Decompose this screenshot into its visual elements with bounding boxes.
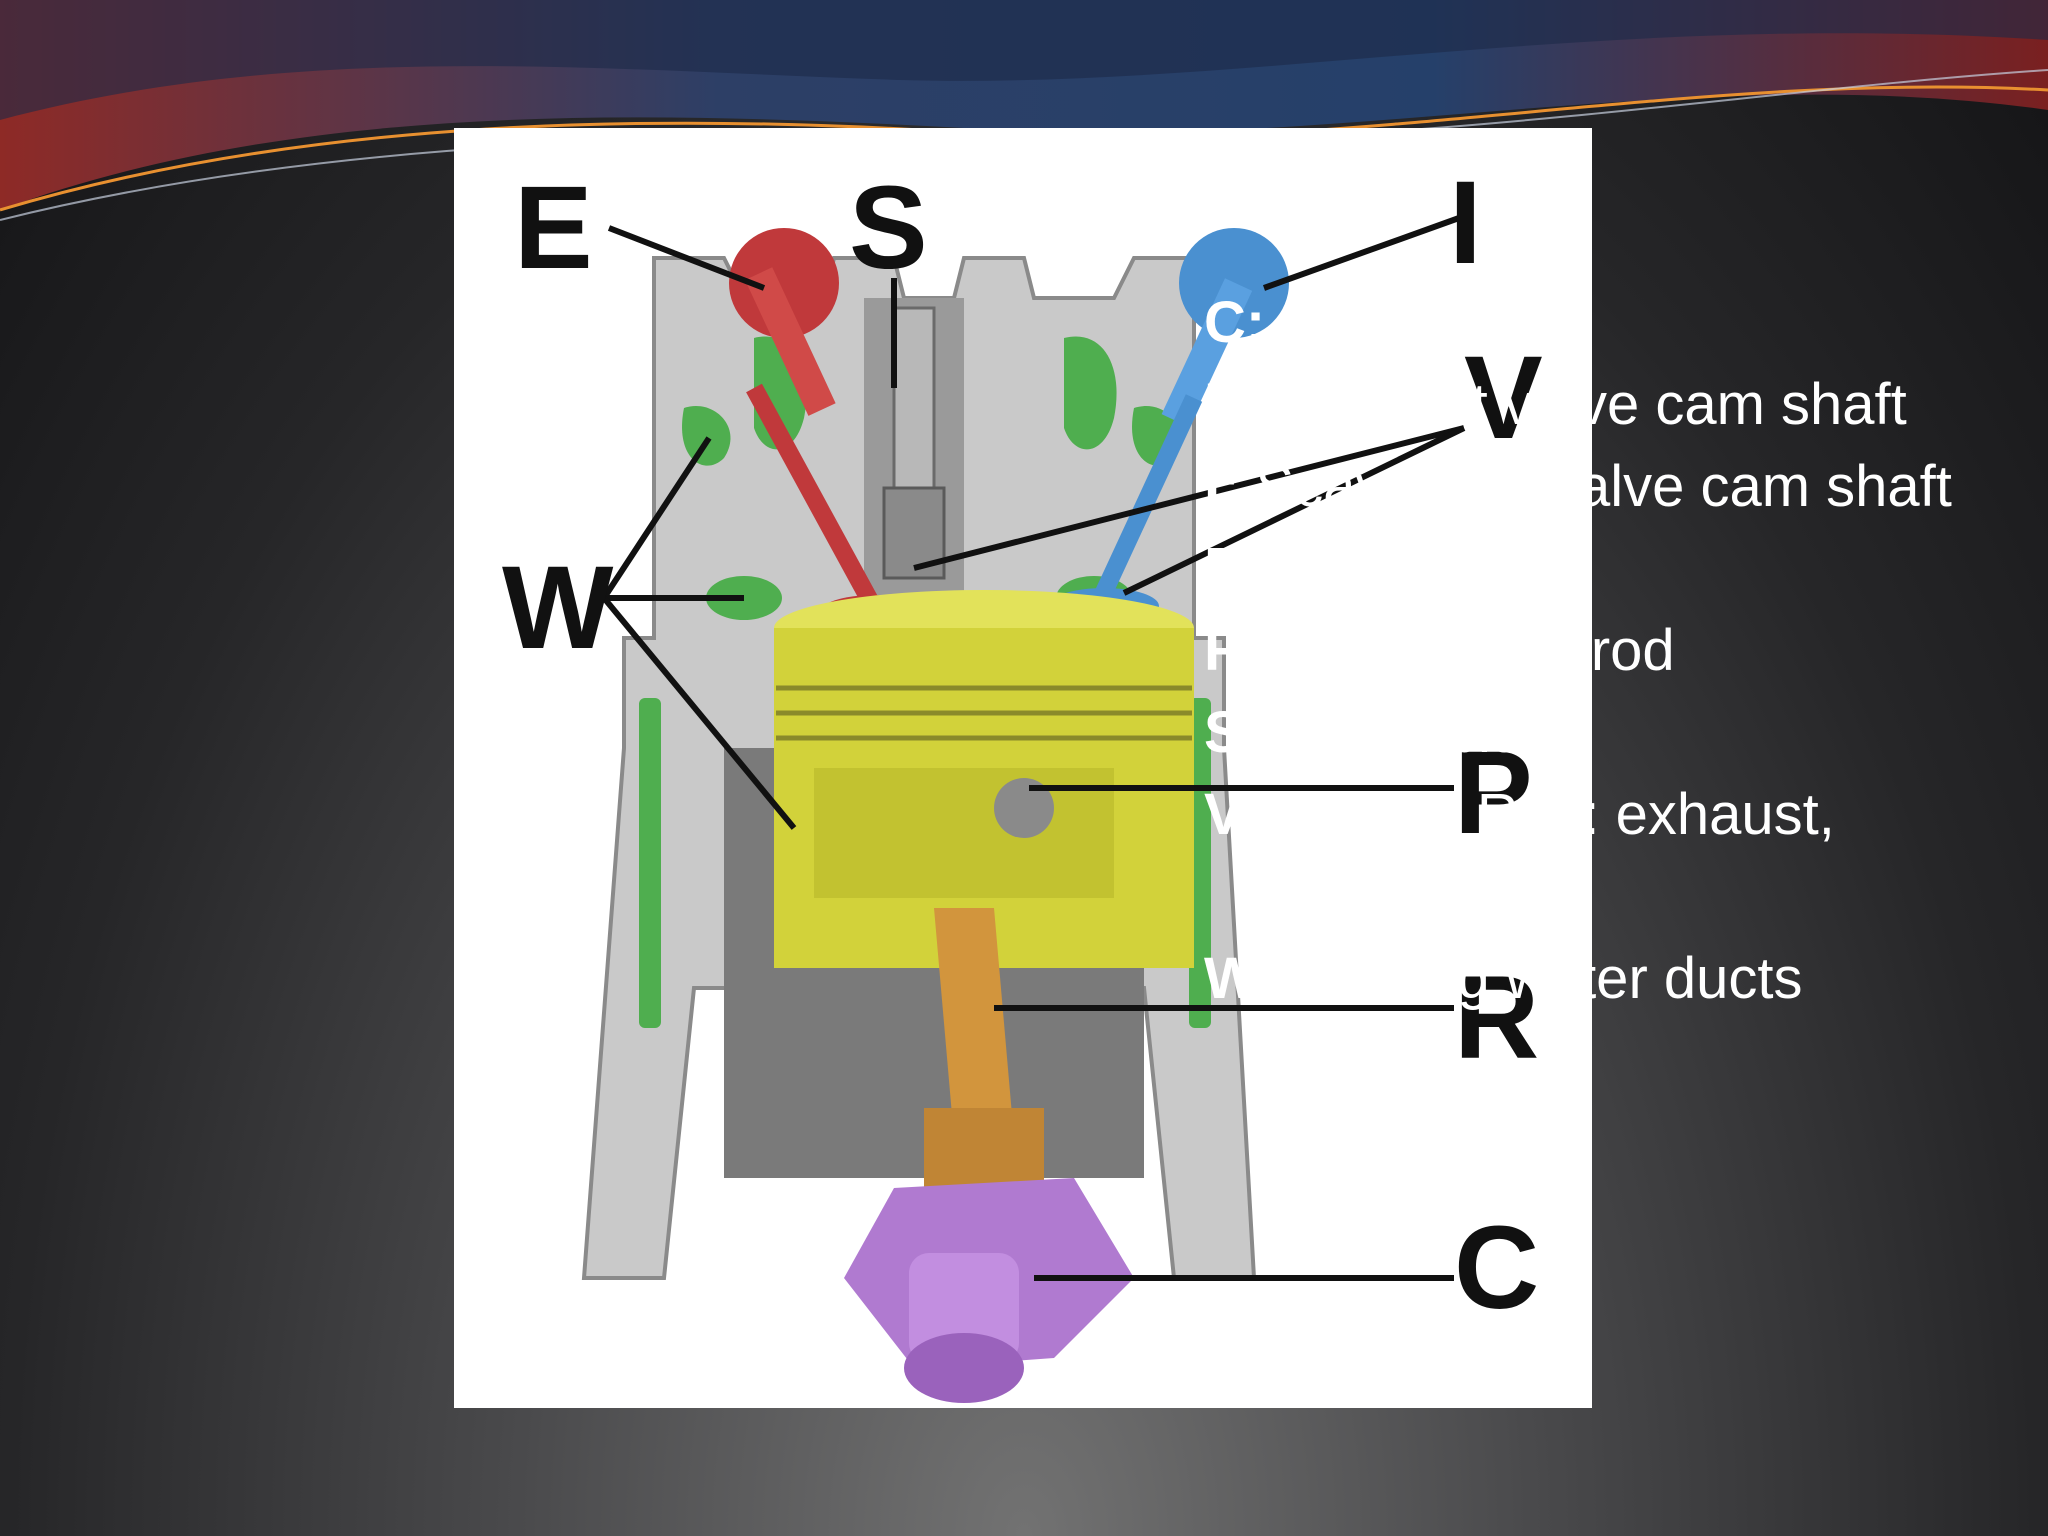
label-C: C — [1454, 1202, 1539, 1334]
legend-key: R: — [1204, 618, 1266, 683]
legend-text: Crankshaft — [1265, 290, 1562, 355]
legend-item-valves: V: Valves. Red: exhaust, — [1204, 774, 2048, 856]
legend-item-crankshaft: C: Crankshaft — [1204, 282, 2048, 364]
legend-text: Connecting rod — [1265, 618, 1675, 683]
legend-key: E: — [1204, 372, 1262, 437]
label-S: S — [849, 162, 928, 294]
engine-cross-section-diagram: E S I V W P R C — [454, 128, 1592, 1408]
legend-item-connecting-rod: R: Connecting rod — [1204, 610, 2048, 692]
legend-text: Piston — [1262, 536, 1440, 601]
label-P: P — [1454, 727, 1533, 859]
legend-item-exhaust-cam: E: Exhaust valve cam shaft — [1204, 364, 2048, 446]
legend-item-water-ducts: W: Cooling water ducts — [1204, 938, 2048, 1020]
legend-key: S: — [1204, 700, 1262, 765]
legend-text: Valves. Red: exhaust, — [1258, 782, 1835, 847]
legend-key: C: — [1204, 290, 1266, 355]
label-V: V — [1464, 332, 1543, 464]
connecting-rod — [924, 908, 1044, 1188]
crankshaft — [844, 1178, 1134, 1403]
leader-lines — [601, 215, 1466, 1281]
label-I: I — [1449, 157, 1482, 289]
label-W: W — [502, 542, 614, 674]
legend-text: Blue: intake — [1268, 864, 1572, 929]
legend-item-spark-plug: S: Spark plug — [1204, 692, 2048, 774]
legend-key: I: — [1204, 454, 1240, 519]
legend-text: Spark plug — [1262, 700, 1556, 765]
legend-text: Scavenger valve cam shaft — [1239, 454, 1952, 519]
legend-item-valves-cont: Blue: intake — [1204, 856, 2048, 938]
legend-text: Cooling water ducts — [1277, 946, 1803, 1011]
legend-key: P: — [1204, 536, 1262, 601]
legend-text: Exhaust valve cam shaft — [1262, 372, 1907, 437]
legend-key: W: — [1204, 946, 1278, 1011]
label-R: R — [1454, 952, 1539, 1084]
spark-plug — [882, 306, 946, 580]
legend-item-piston: P: Piston — [1204, 528, 2048, 610]
legend-list: C: Crankshaft E: Exhaust valve cam shaft… — [1204, 282, 2048, 1020]
legend-key: V: — [1204, 782, 1259, 847]
legend-item-scavenger-cam: I: Scavenger valve cam shaft — [1204, 446, 2048, 528]
label-E: E — [514, 162, 593, 294]
